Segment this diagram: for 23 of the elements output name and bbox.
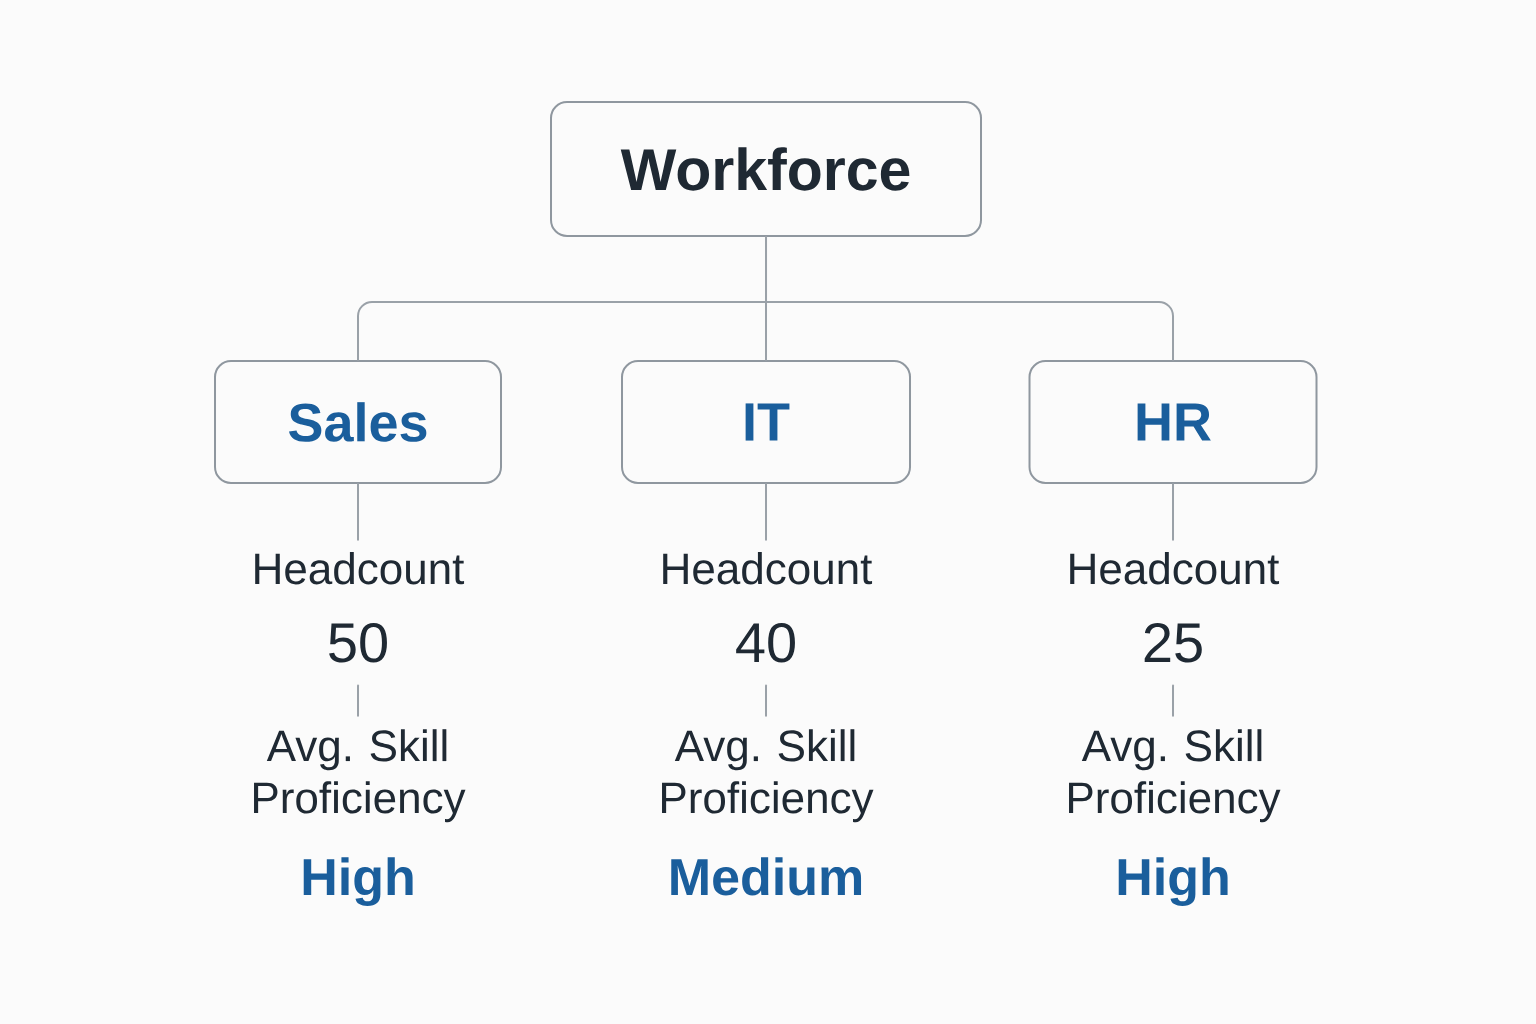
rating-value: High bbox=[303, 857, 413, 906]
org-box: Workforce bbox=[550, 101, 982, 237]
rating-value: Medium bbox=[671, 857, 862, 896]
department-box: Sales bbox=[214, 360, 502, 484]
connector-line bbox=[1172, 483, 1174, 541]
metric-label: Headcount bbox=[1070, 552, 1280, 585]
department-box: IT bbox=[621, 360, 911, 484]
connector-line bbox=[1172, 684, 1174, 717]
metric-value: 50 bbox=[329, 622, 387, 663]
connector-line bbox=[765, 483, 767, 541]
metric-label: Avg. Skill Proficiency bbox=[254, 729, 466, 823]
metric-label: Headcount bbox=[255, 552, 465, 585]
metric-label: Headcount bbox=[663, 552, 873, 585]
department-box: HR bbox=[1028, 360, 1318, 484]
connector-line bbox=[357, 684, 359, 717]
connector-line bbox=[765, 236, 1174, 361]
connector-line bbox=[357, 483, 359, 541]
metric-value: 25 bbox=[1144, 622, 1202, 663]
connector-line bbox=[765, 684, 767, 717]
rating-value: High bbox=[1118, 857, 1228, 906]
metric-value: 40 bbox=[736, 622, 795, 663]
metric-label: Avg. Skill Proficiency bbox=[1069, 729, 1281, 823]
metric-label: Avg. Skill Proficiency bbox=[662, 729, 874, 823]
